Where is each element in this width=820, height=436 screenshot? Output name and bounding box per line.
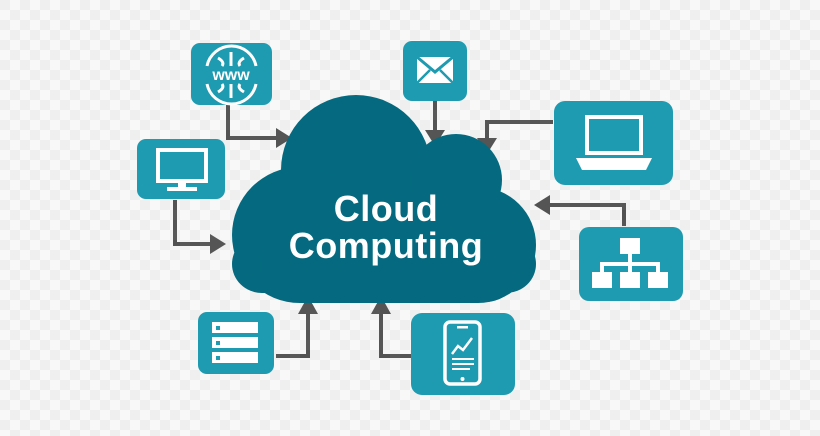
arrowhead-www bbox=[276, 128, 292, 148]
server-stack-icon bbox=[212, 322, 258, 363]
arrow-laptop-to-cloud bbox=[485, 120, 553, 140]
arrowhead-server bbox=[298, 296, 318, 314]
arrowhead-mail bbox=[425, 130, 445, 146]
cloud-title-line1: Cloud bbox=[334, 188, 438, 229]
node-network[interactable] bbox=[579, 227, 683, 301]
node-laptop[interactable] bbox=[554, 101, 673, 185]
network-hierarchy-icon bbox=[592, 238, 668, 288]
monitor-icon bbox=[156, 148, 208, 191]
node-mail[interactable] bbox=[403, 41, 467, 101]
www-label: www bbox=[211, 67, 250, 84]
node-phone[interactable] bbox=[411, 313, 515, 395]
arrowhead-phone bbox=[371, 296, 391, 314]
arrowhead-laptop bbox=[477, 138, 497, 154]
node-monitor[interactable] bbox=[137, 139, 225, 199]
cloud-title-line2: Computing bbox=[289, 225, 483, 266]
arrow-www-to-cloud bbox=[226, 104, 278, 140]
smartphone-chart-icon bbox=[443, 320, 482, 386]
arrowhead-network bbox=[534, 195, 550, 215]
cloud-shape bbox=[232, 95, 536, 303]
globe-icon bbox=[205, 44, 258, 106]
node-www[interactable]: www bbox=[191, 43, 272, 106]
arrow-network-to-cloud bbox=[548, 203, 626, 226]
arrow-phone-to-cloud bbox=[379, 312, 411, 358]
connector-arrows bbox=[173, 100, 626, 358]
arrowhead-monitor bbox=[210, 234, 226, 254]
laptop-icon bbox=[576, 115, 652, 170]
arrow-monitor-to-cloud bbox=[173, 200, 212, 246]
arrow-server-to-cloud bbox=[276, 312, 310, 358]
envelope-icon bbox=[416, 55, 454, 84]
node-server[interactable] bbox=[198, 312, 274, 374]
